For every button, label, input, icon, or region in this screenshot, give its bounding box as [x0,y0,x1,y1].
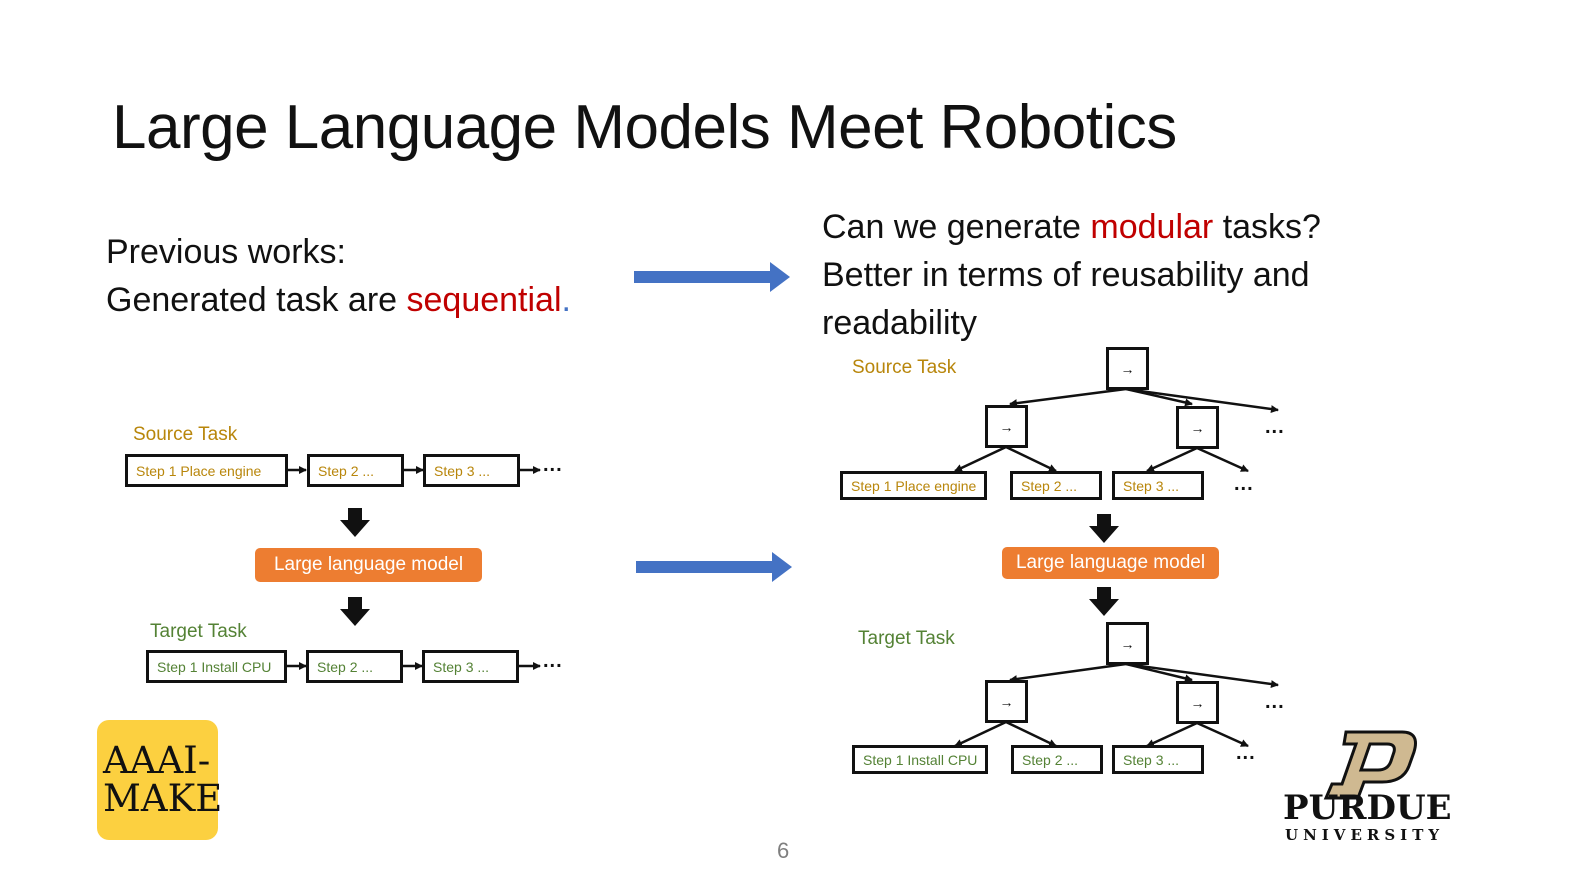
right-target-step-3: Step 3 ... [1112,745,1204,774]
readability-line: readability [822,304,977,342]
modular-question: Can we generate modular tasks? [822,203,1321,251]
left-source-task-label: Source Task [133,424,238,445]
right-down-arrow-1 [1089,514,1119,543]
target-root-ellipsis: ... [1265,691,1285,713]
left-source-ellipsis: ... [543,454,563,476]
target-left-sequence-node: → [985,680,1028,723]
left-target-step-3: Step 3 ... [422,650,519,683]
left-target-task-label: Target Task [150,621,247,642]
left-target-ellipsis: ... [543,650,563,672]
aaai-logo-line2: MAKE [103,777,223,820]
left-source-step-3: Step 3 ... [423,454,520,487]
sequential-period: . [561,281,571,319]
right-target-step-1: Step 1 Install CPU [852,745,988,774]
purdue-wordmark: PURDUE [1283,788,1452,828]
sequential-prefix: Generated task are [106,281,407,319]
modular-question-text: Can we generate modular tasks? Better in… [822,203,1321,347]
page-number: 6 [777,838,790,863]
purdue-university-text: UNIVERSITY [1285,826,1445,844]
left-source-step-2: Step 2 ... [307,454,404,487]
purdue-p-logo [1323,730,1417,800]
source-root-sequence-node: → [1106,347,1149,390]
bottom-transition-arrow [636,552,792,582]
source-right-sequence-node: → [1176,406,1219,449]
right-source-step-2: Step 2 ... [1010,471,1102,500]
target-root-sequence-node: → [1106,622,1149,665]
right-source-step-1: Step 1 Place engine [840,471,987,500]
source-root-ellipsis: ... [1265,416,1285,438]
source-leaf-ellipsis: ... [1234,473,1254,495]
target-leaf-ellipsis: ... [1236,742,1256,764]
aaai-make-logo: AAAI- MAKE [97,720,222,840]
previous-works-text: Previous works: Generated task are seque… [106,228,571,324]
modular-prefix: Can we generate [822,208,1091,246]
source-left-sequence-node: → [985,405,1028,448]
left-source-step-1: Step 1 Place engine [125,454,288,487]
right-target-step-2: Step 2 ... [1011,745,1103,774]
sequential-statement: Generated task are sequential. [106,276,571,324]
left-down-arrow-2 [340,597,370,626]
slide-title: Large Language Models Meet Robotics [112,93,1177,162]
right-source-step-3: Step 3 ... [1112,471,1204,500]
left-llm-box: Large language model [255,548,482,582]
aaai-logo-line1: AAAI- [103,739,211,782]
right-source-task-label: Source Task [852,357,957,378]
top-transition-arrow [634,262,790,292]
modular-suffix: tasks? [1213,208,1321,246]
right-llm-box: Large language model [1002,547,1219,579]
reusability-line: Better in terms of reusability and [822,256,1310,294]
modular-emphasis: modular [1090,208,1214,246]
previous-works-heading: Previous works: [106,233,346,271]
left-down-arrow-1 [340,508,370,537]
sequential-emphasis: sequential [406,281,562,319]
target-right-sequence-node: → [1176,681,1219,724]
left-target-step-1: Step 1 Install CPU [146,650,287,683]
right-target-task-label: Target Task [858,628,955,649]
left-target-step-2: Step 2 ... [306,650,403,683]
right-down-arrow-2 [1089,587,1119,616]
